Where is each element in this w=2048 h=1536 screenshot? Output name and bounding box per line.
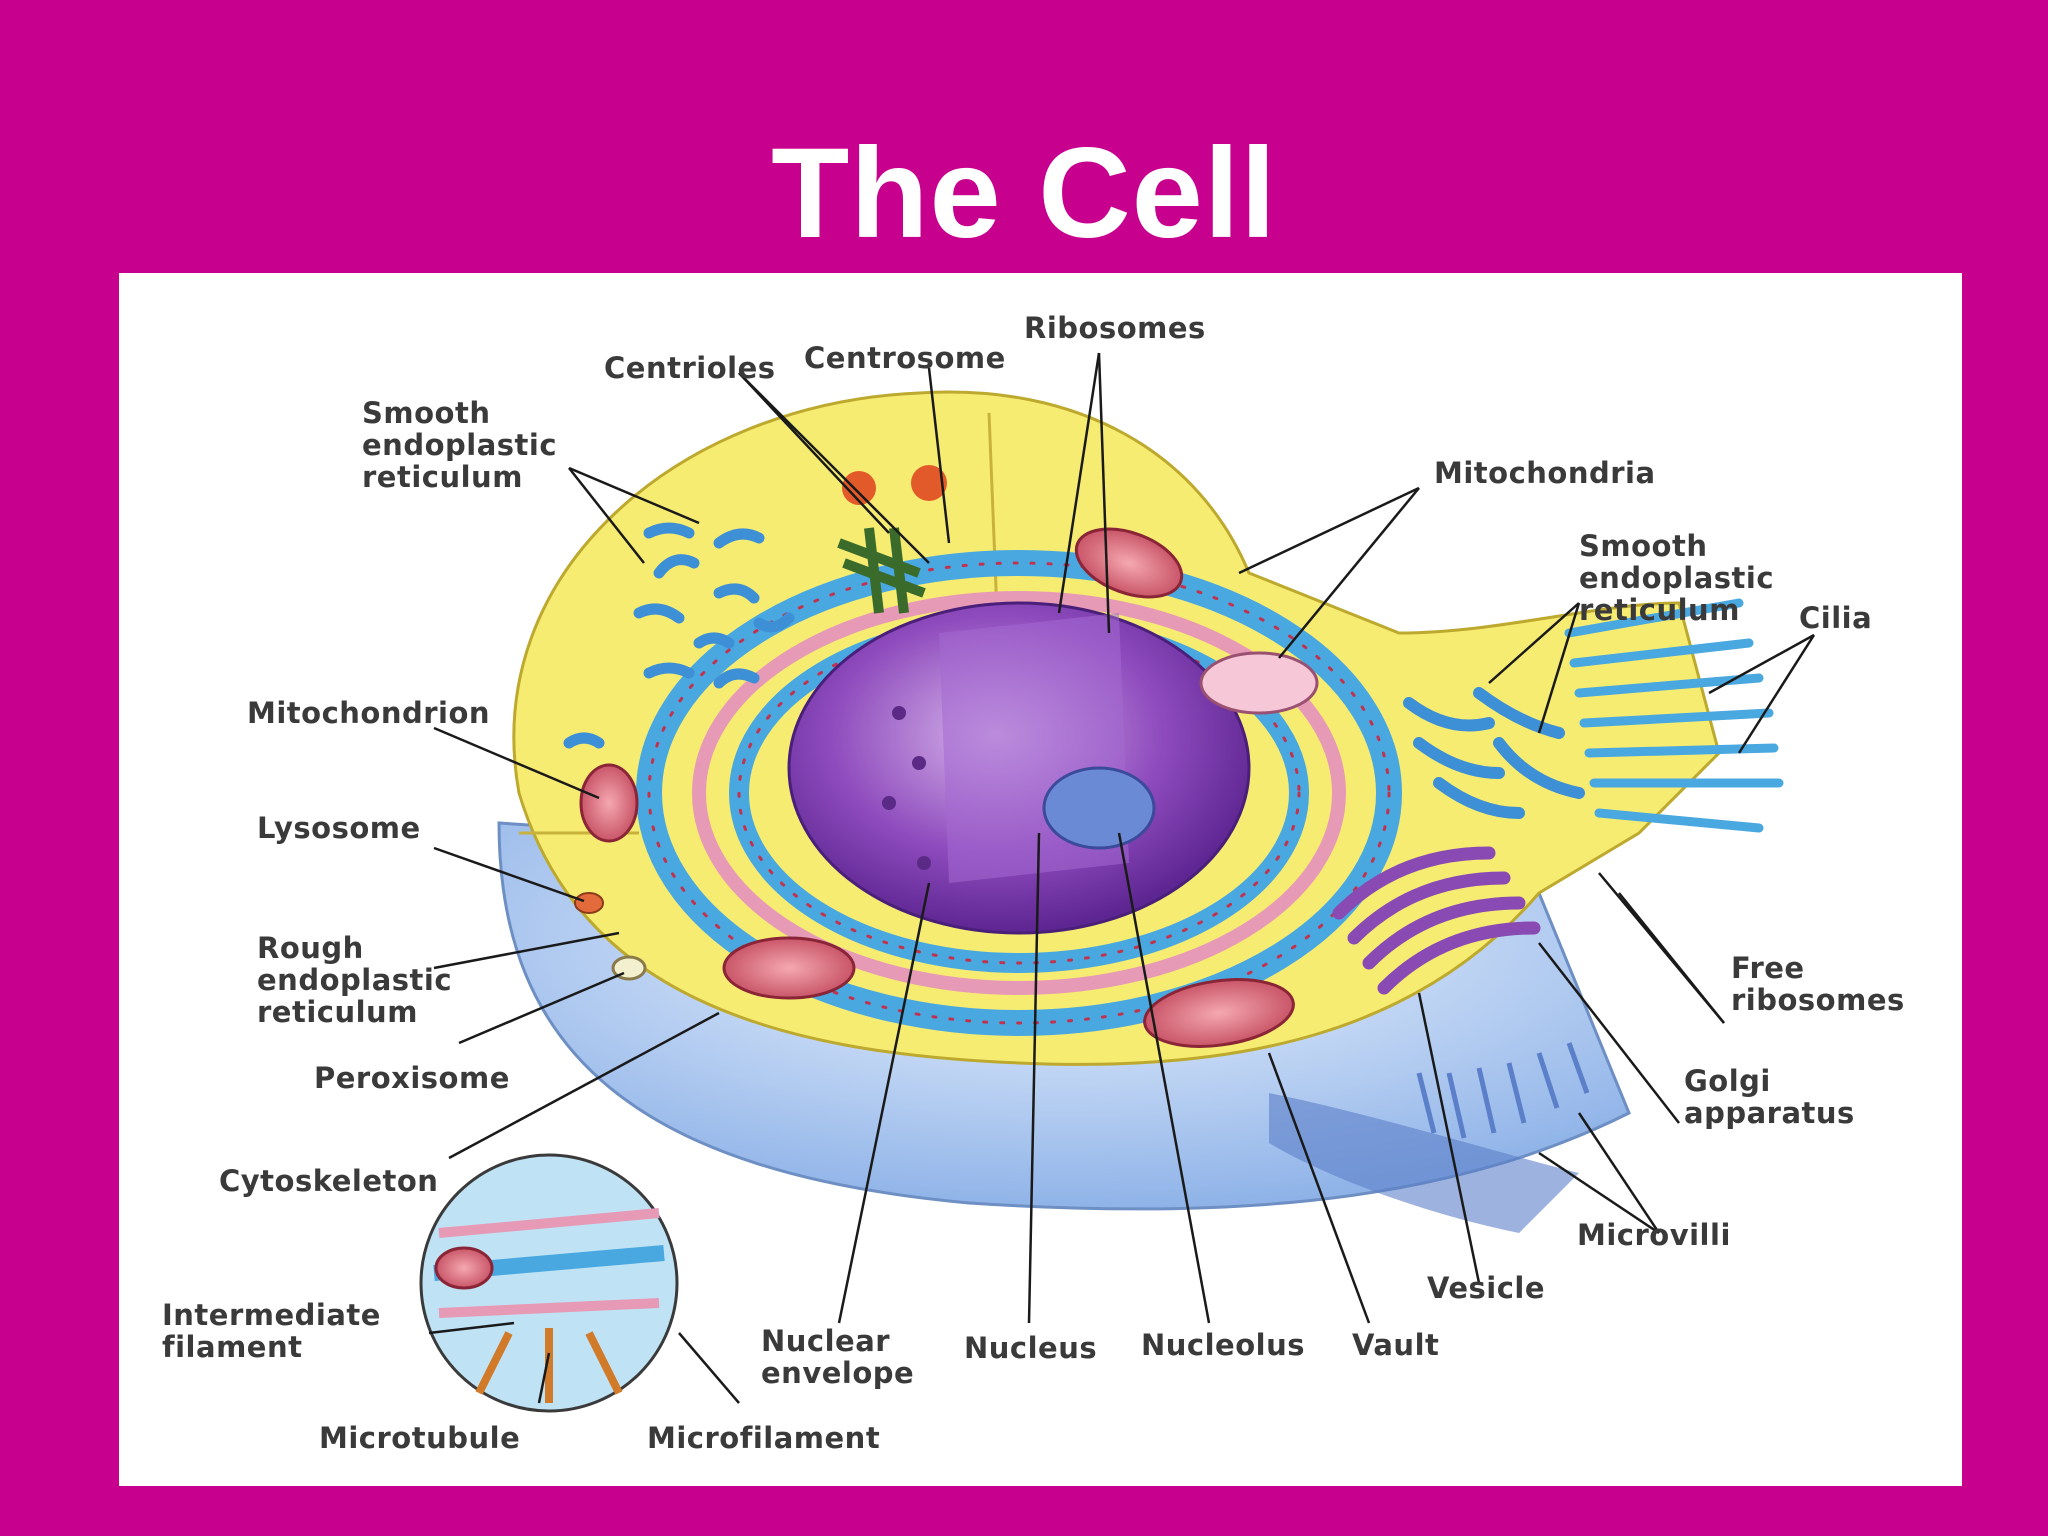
label-smooth-er-left-2: endoplastic xyxy=(362,428,557,462)
label-smooth-er-right-2: endoplastic xyxy=(1579,561,1774,595)
label-ribosomes: Ribosomes xyxy=(1024,311,1206,345)
label-centrosome: Centrosome xyxy=(804,341,1006,375)
label-rough-er-1: Rough xyxy=(257,931,364,965)
label-smooth-er-right-3: reticulum xyxy=(1579,593,1740,627)
label-vault: Vault xyxy=(1352,1328,1439,1362)
label-smooth-er-right-1: Smooth xyxy=(1579,529,1707,563)
label-rough-er-3: reticulum xyxy=(257,995,418,1029)
label-mitochondria: Mitochondria xyxy=(1434,456,1656,490)
label-mitochondrion: Mitochondrion xyxy=(247,696,490,730)
slide-title: The Cell xyxy=(771,122,1277,265)
label-smooth-er-left-1: Smooth xyxy=(362,396,490,430)
label-microtubule: Microtubule xyxy=(319,1421,520,1455)
label-cilia: Cilia xyxy=(1799,601,1872,635)
label-cytoskeleton: Cytoskeleton xyxy=(219,1164,438,1198)
centrosome xyxy=(837,465,947,614)
label-rough-er-2: endoplastic xyxy=(257,963,452,997)
microvilli-shape xyxy=(1416,1042,1590,1139)
centrioles-shape xyxy=(837,527,926,614)
smooth-er-right xyxy=(1403,687,1585,819)
cell-diagram: Ribosomes Centrioles Centrosome Smooth e… xyxy=(162,311,1905,1455)
diagram-labels: Ribosomes Centrioles Centrosome Smooth e… xyxy=(162,311,1905,1455)
label-peroxisome: Peroxisome xyxy=(314,1061,510,1095)
cilia-shape xyxy=(1564,598,1784,833)
label-microvilli: Microvilli xyxy=(1577,1218,1731,1252)
nucleolus-shape xyxy=(1042,766,1156,850)
label-lysosome: Lysosome xyxy=(257,811,421,845)
label-nuclear-envelope-1: Nuclear xyxy=(761,1324,890,1358)
mitochondria-shapes xyxy=(579,527,1319,1048)
label-nucleolus: Nucleolus xyxy=(1141,1328,1305,1362)
smooth-er-left xyxy=(563,522,795,749)
label-smooth-er-left-3: reticulum xyxy=(362,460,523,494)
cytoskeleton-inset xyxy=(419,1153,679,1413)
leader-lines xyxy=(428,352,1816,1404)
label-microfilament: Microfilament xyxy=(647,1421,880,1455)
label-golgi-1: Golgi xyxy=(1684,1064,1771,1098)
label-free-ribosomes-1: Free xyxy=(1731,951,1805,985)
label-intermediate-filament-2: filament xyxy=(162,1330,302,1364)
rough-er-rings xyxy=(636,550,1402,1036)
golgi-shape xyxy=(1332,846,1541,995)
label-centrioles: Centrioles xyxy=(604,351,776,385)
label-nuclear-envelope-2: envelope xyxy=(761,1356,914,1390)
label-nucleus: Nucleus xyxy=(964,1331,1097,1365)
nucleus xyxy=(787,601,1251,935)
label-free-ribosomes-2: ribosomes xyxy=(1731,983,1905,1017)
label-intermediate-filament-1: Intermediate xyxy=(162,1298,381,1332)
label-vesicle: Vesicle xyxy=(1427,1271,1545,1305)
label-golgi-2: apparatus xyxy=(1684,1096,1855,1130)
cell-diagram-panel: Ribosomes Centrioles Centrosome Smooth e… xyxy=(119,273,1962,1486)
